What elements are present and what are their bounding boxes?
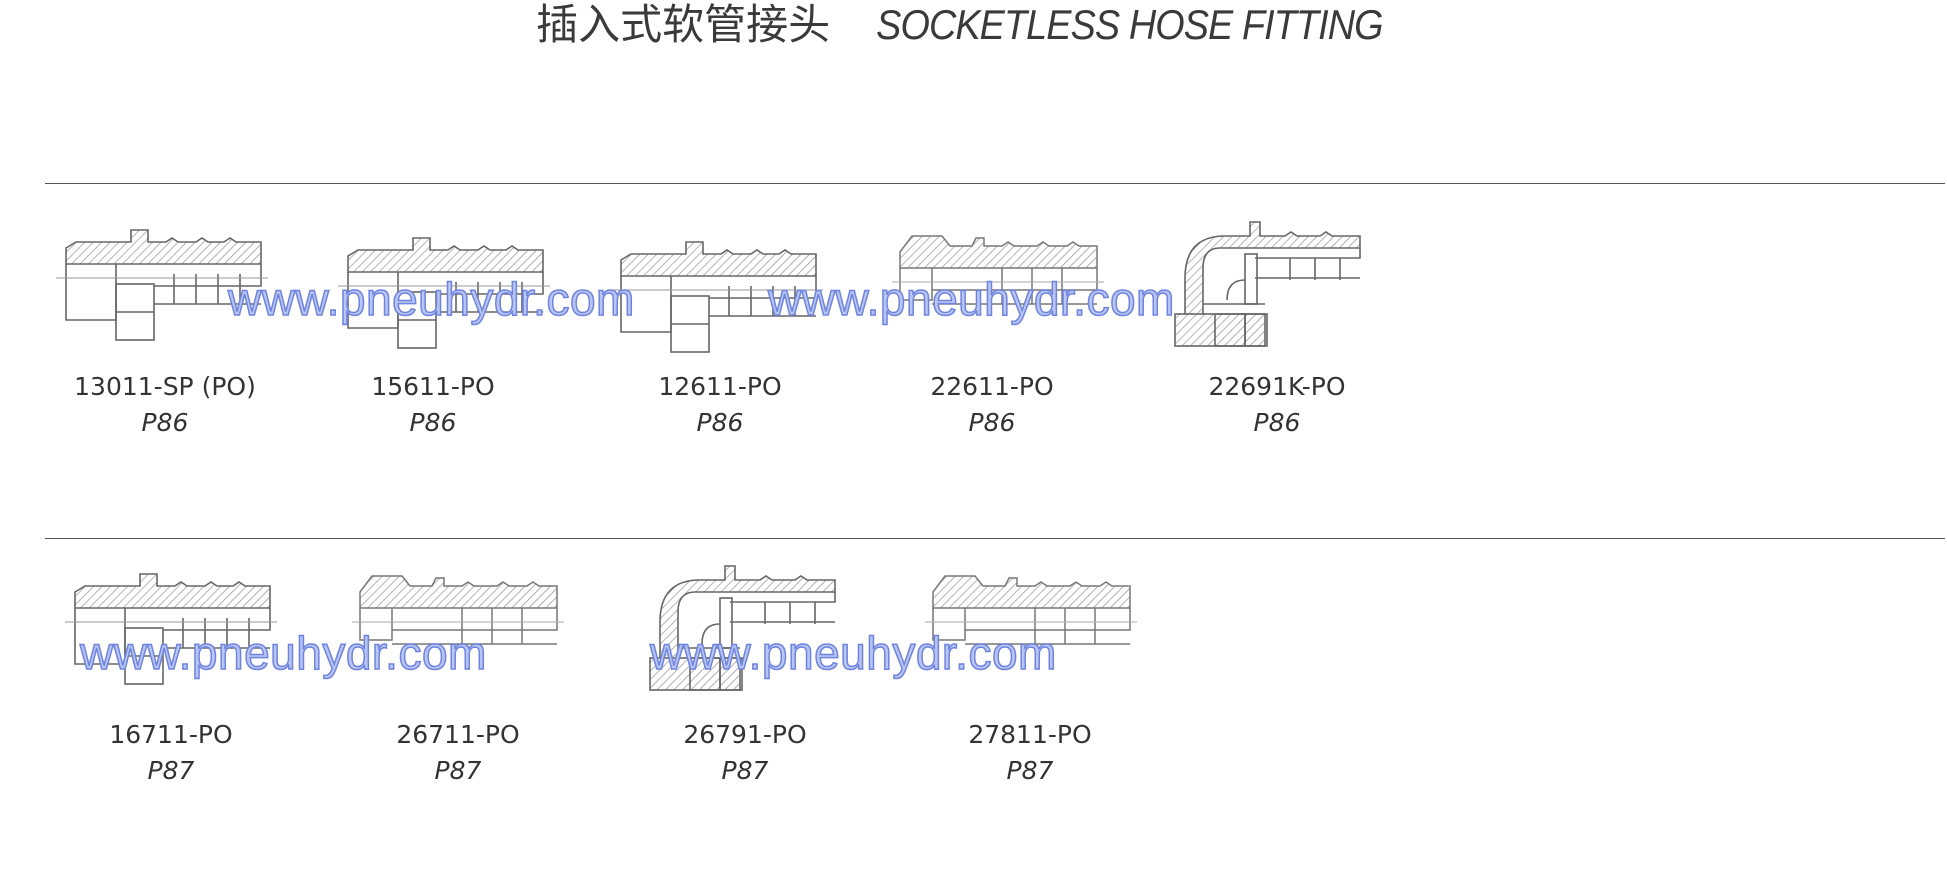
title-english: SOCKETLESS HOSE FITTING: [876, 1, 1383, 48]
title-chinese: 插入式软管接头: [536, 0, 831, 49]
section-divider: [45, 183, 1945, 184]
fitting-code: 26791-PO: [683, 720, 807, 749]
fitting-page-ref: P86: [409, 408, 457, 437]
fitting-page-ref: P86: [968, 408, 1016, 437]
fitting-page-ref: P86: [696, 408, 744, 437]
fitting-page-ref: P87: [1006, 756, 1054, 785]
watermark: www.pneuhydr.com: [227, 272, 635, 326]
fitting-code: 12611-PO: [658, 372, 782, 401]
fitting-code: 27811-PO: [968, 720, 1092, 749]
page-title: 插入式软管接头 SOCKETLESS HOSE FITTING: [0, 0, 1947, 50]
fitting-page-ref: P87: [147, 756, 195, 785]
fitting-code: 15611-PO: [371, 372, 495, 401]
watermark: www.pneuhydr.com: [649, 626, 1057, 680]
fitting-code: 22611-PO: [930, 372, 1054, 401]
watermark: www.pneuhydr.com: [79, 626, 487, 680]
fitting-page-ref: P86: [1253, 408, 1301, 437]
section-divider: [45, 538, 1945, 539]
fitting-code: 13011-SP (PO): [74, 372, 256, 401]
fitting-page-ref: P87: [721, 756, 769, 785]
fitting-code: 26711-PO: [396, 720, 520, 749]
fitting-code: 22691K-PO: [1208, 372, 1346, 401]
fitting-code: 16711-PO: [109, 720, 233, 749]
watermark: www.pneuhydr.com: [767, 272, 1175, 326]
fitting-page-ref: P87: [434, 756, 482, 785]
fitting-page-ref: P86: [141, 408, 189, 437]
